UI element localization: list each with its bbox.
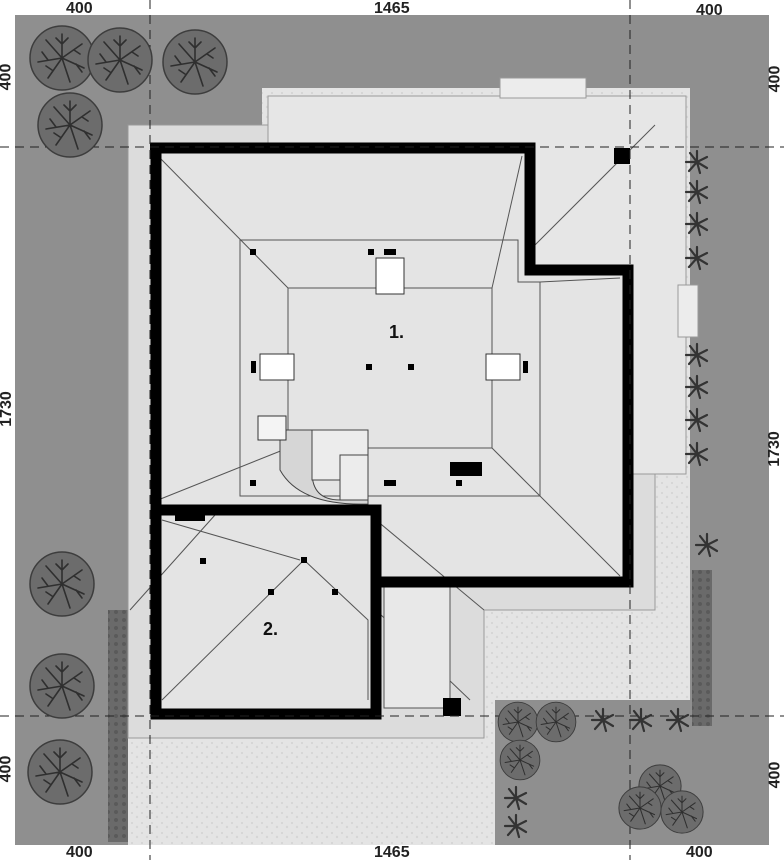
staircase [279,429,369,505]
bay-window-right [677,284,699,338]
bay-window-top [499,77,587,99]
columns [175,148,630,716]
dim-left-center: 1730 [0,391,15,427]
dim-bottom-center: 1465 [374,844,410,861]
dim-left-bottom: 400 [0,755,15,783]
dim-right-center: 1730 [765,431,783,467]
dim-top-right: 400 [696,2,723,19]
dim-bottom-right: 400 [686,844,713,861]
room-label-house: 1. [389,322,405,342]
dim-top-left: 400 [66,0,93,17]
roof-lines-main [157,124,656,611]
dim-right-bottom: 400 [766,761,784,789]
hedge-left [108,610,128,842]
room-label-garage: 2. [263,619,279,639]
garage-roof-fill [156,512,374,714]
main-roof-fill [150,148,628,582]
skylights [257,257,521,441]
dim-left-top: 400 [0,63,15,91]
hedge-right [692,570,712,726]
dim-top-center: 1465 [374,0,410,17]
wall-garage [150,148,382,720]
dim-bottom-left: 400 [66,844,93,861]
dim-right-top: 400 [766,65,784,93]
